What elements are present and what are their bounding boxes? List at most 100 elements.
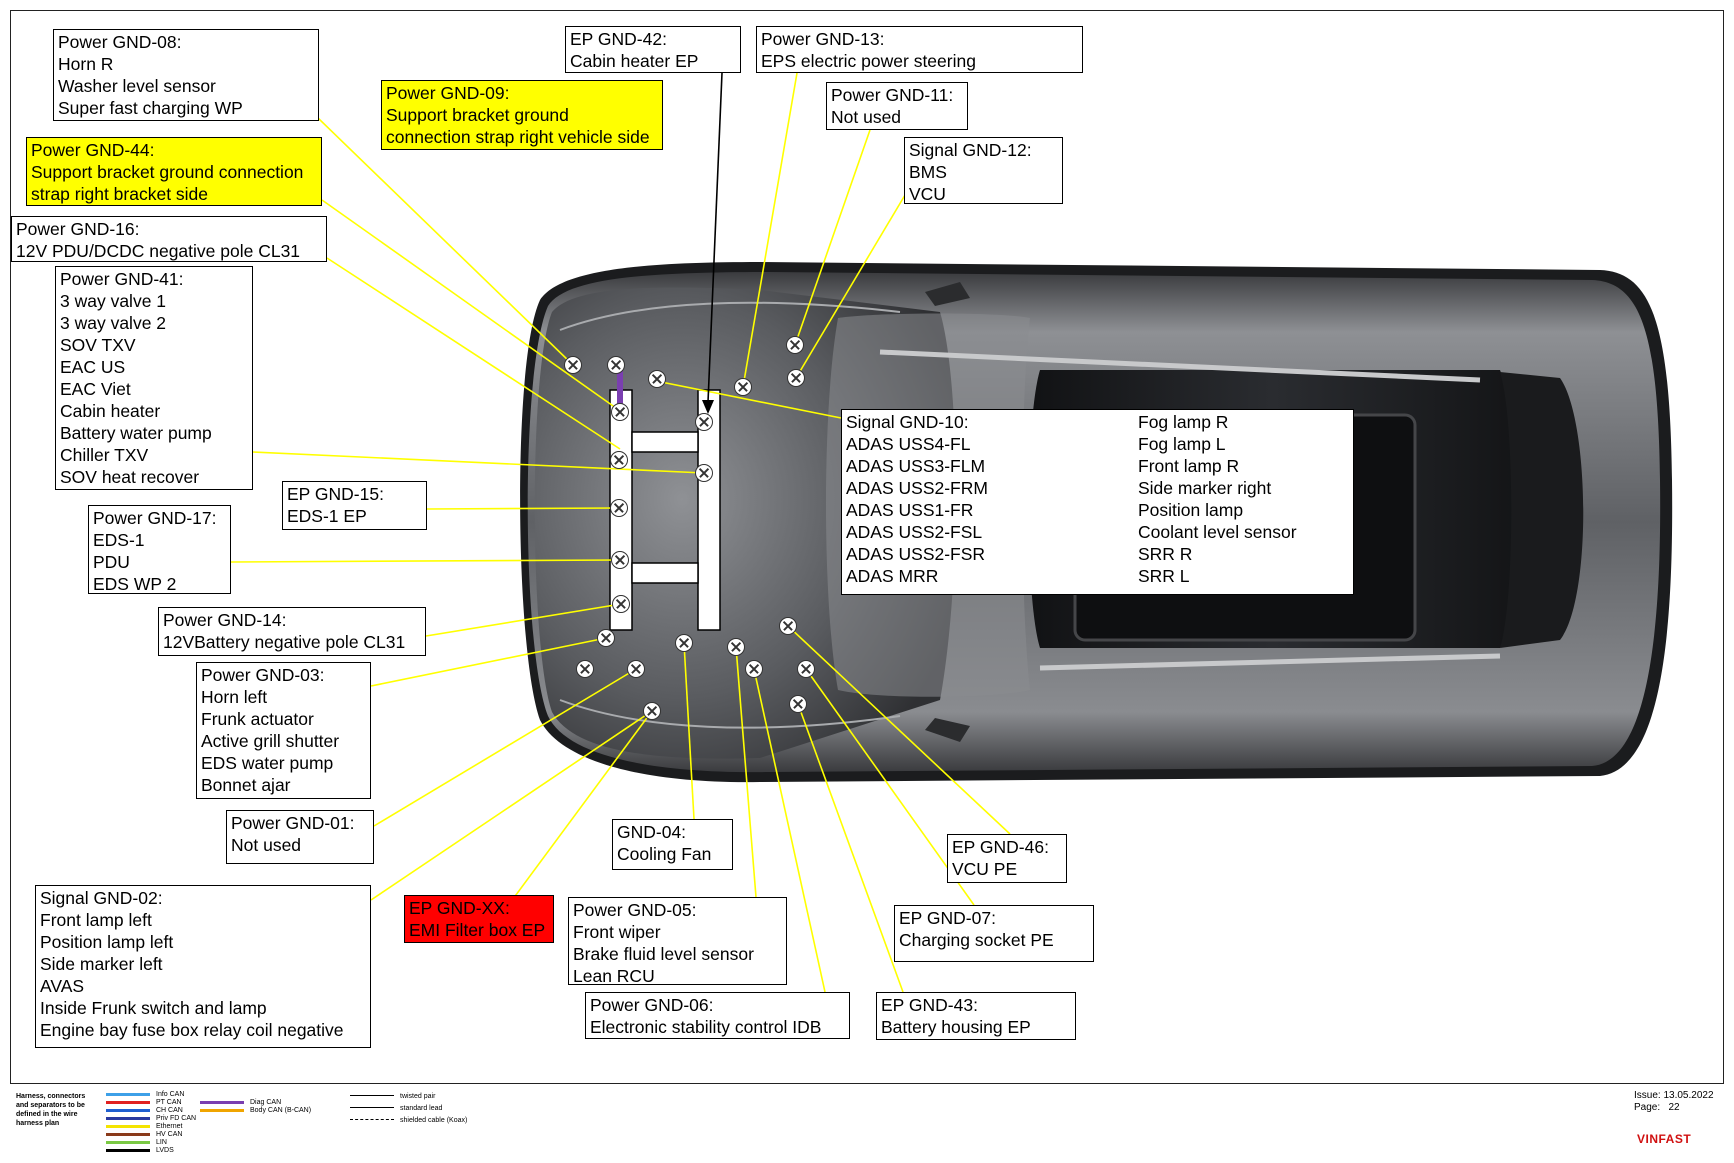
label-line: VCU PE (952, 859, 1018, 879)
label-line: 12V PDU/DCDC negative pole CL31 (16, 241, 301, 261)
label-title: EP GND-15: (287, 484, 384, 504)
legend-swatch (106, 1109, 150, 1112)
label-line: Not used (231, 835, 302, 855)
legend-swatch (106, 1125, 150, 1128)
ground-point-icon (610, 499, 628, 517)
leader-gnd10 (655, 380, 842, 419)
fender-line-top (559, 301, 901, 331)
issue-label: Issue: 13.05.2022 (1634, 1090, 1714, 1101)
leader-gnd13 (742, 72, 798, 388)
legend-row: Info CAN (106, 1090, 256, 1099)
label-line: Coolant level sensor (1138, 522, 1297, 542)
legend-swatch (200, 1101, 244, 1104)
label-line: Position lamp (1138, 500, 1244, 520)
legend-cable-label: standard lead (400, 1105, 443, 1112)
label-title: EP GND-43: (881, 995, 978, 1015)
legend-cable-row: twisted pair (350, 1092, 500, 1101)
label-line: Bonnet ajar (201, 775, 291, 795)
label-line: ADAS USS2-FSR (846, 544, 986, 564)
legend-label: LIN (156, 1139, 167, 1146)
label-title: Signal GND-12: (909, 140, 1032, 160)
label-title: EP GND-XX: (409, 898, 510, 918)
legend-label: CH CAN (156, 1107, 183, 1114)
leader-gnd02 (370, 710, 653, 901)
label-line: ADAS MRR (846, 566, 939, 586)
ground-point-icon (627, 660, 645, 678)
label-line: VCU (909, 184, 946, 204)
legend-row: HV CAN (106, 1130, 256, 1139)
label-title: Power GND-05: (573, 900, 697, 920)
legend-cable-row: shielded cable (Koax) (350, 1116, 500, 1125)
label-line: AVAS (40, 976, 85, 996)
label-line: EDS-1 (93, 530, 145, 550)
label-line: strap right bracket side (31, 184, 209, 204)
label-line: Front wiper (573, 922, 661, 942)
bracket-cross-bottom (631, 562, 699, 584)
ground-point-icon (797, 660, 815, 678)
legend-label: Info CAN (156, 1091, 185, 1098)
legend-row: LVDS (106, 1146, 256, 1155)
leader-gnd06 (753, 668, 826, 993)
label-line: EAC US (60, 357, 126, 377)
label-title: Power GND-16: (16, 219, 140, 239)
label-title: Power GND-09: (386, 83, 510, 103)
label-line: Front lamp left (40, 910, 152, 930)
label-title: Power GND-01: (231, 813, 355, 833)
label-title: Power GND-03: (201, 665, 325, 685)
legend-label: LVDS (156, 1147, 174, 1154)
legend-swatch (106, 1141, 150, 1144)
label-gnd07: EP GND-07:Charging socket PE (894, 905, 1094, 962)
ground-point-icon (597, 629, 615, 647)
label-line: ADAS USS1-FR (846, 500, 974, 520)
leader-gnd46 (787, 625, 1011, 835)
legend-row: CH CAN (106, 1106, 256, 1115)
label-line: 12VBattery negative pole CL31 (163, 632, 406, 652)
label-line: Side marker left (40, 954, 163, 974)
label-line: SRR L (1138, 566, 1190, 586)
legend-cable-swatch (350, 1095, 394, 1096)
ground-point-icon (611, 551, 629, 569)
label-line: Engine bay fuse box relay coil negative (40, 1020, 344, 1040)
legend-cable-row: standard lead (350, 1104, 500, 1113)
leader-gnd04 (683, 642, 695, 820)
legend: Harness, connectors and separators to be… (14, 1090, 1714, 1160)
legend-label: Ethernet (156, 1123, 183, 1130)
label-line: Support bracket ground connection (31, 162, 304, 182)
leader-gnd11 (794, 129, 871, 346)
label-line: Chiller TXV (60, 445, 149, 465)
ground-point-icon (789, 695, 807, 713)
label-line: EAC Viet (60, 379, 131, 399)
label-line: EMI Filter box EP (409, 920, 546, 940)
ground-point-icon (607, 356, 625, 374)
label-line: Side marker right (1138, 478, 1272, 498)
label-gnd44: Power GND-44:Support bracket ground conn… (26, 137, 322, 206)
legend-swatch (106, 1101, 150, 1104)
bracket-cross-top (631, 431, 699, 453)
label-line: ADAS USS2-FRM (846, 478, 988, 498)
label-line: Inside Frunk switch and lamp (40, 998, 267, 1018)
label-title: Power GND-06: (590, 995, 714, 1015)
label-line: Support bracket ground (386, 105, 569, 125)
label-line: connection strap right vehicle side (386, 127, 650, 147)
label-title: EP GND-07: (899, 908, 996, 928)
label-line: Battery housing EP (881, 1017, 1031, 1037)
ground-point-icon (643, 702, 661, 720)
legend-note: Harness, connectors and separators to be… (16, 1093, 86, 1127)
label-line: ADAS USS2-FSL (846, 522, 983, 542)
ground-point-icon (675, 634, 693, 652)
fender-line-bottom (559, 699, 901, 729)
label-line: Cabin heater EP (570, 51, 699, 71)
ground-point-icon (745, 660, 763, 678)
legend-row: Ethernet (106, 1122, 256, 1131)
label-title: EP GND-42: (570, 29, 667, 49)
ground-point-icon (734, 378, 752, 396)
ground-point-icon (779, 617, 797, 635)
label-gnd06: Power GND-06:Electronic stability contro… (585, 992, 850, 1039)
label-line: Lean RCU (573, 966, 655, 986)
